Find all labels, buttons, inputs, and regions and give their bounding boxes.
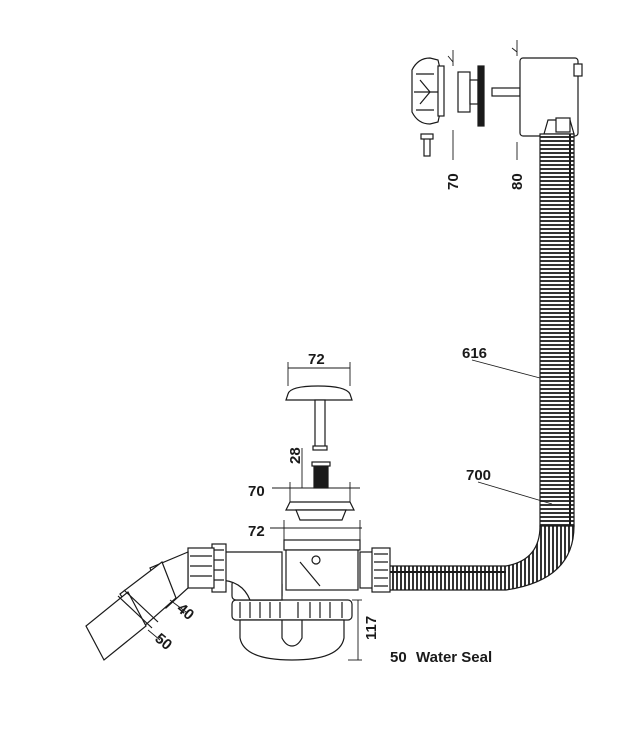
dim-overflow-handle-depth: 70 (445, 173, 462, 190)
plug-spring (311, 461, 331, 489)
overflow-plate (457, 65, 485, 127)
dim-trap-height: 117 (363, 616, 380, 640)
water-seal-value: 50 (390, 649, 407, 666)
dim-waste-flange: 70 (248, 483, 265, 500)
dim-trap-top: 72 (248, 523, 265, 540)
overflow-screw (420, 133, 434, 157)
waste-body (283, 539, 391, 593)
water-seal-label: Water Seal (416, 649, 492, 666)
plug (285, 385, 353, 451)
dimension-lines (147, 40, 553, 661)
dim-outlet-outer: 50 (151, 630, 175, 654)
dim-hose-length-a: 616 (462, 345, 487, 362)
dim-overflow-body-depth: 80 (509, 173, 526, 190)
overflow-body (491, 57, 583, 137)
flexible-hose (379, 133, 575, 591)
overflow-handle (411, 57, 445, 125)
dim-outlet-inner: 40 (173, 600, 197, 624)
dim-plug-stem: 28 (287, 447, 304, 464)
dim-hose-length-b: 700 (466, 467, 491, 484)
dim-plug-diameter: 72 (308, 351, 325, 368)
outlet-elbow (85, 543, 283, 661)
waste-flange (285, 501, 355, 521)
